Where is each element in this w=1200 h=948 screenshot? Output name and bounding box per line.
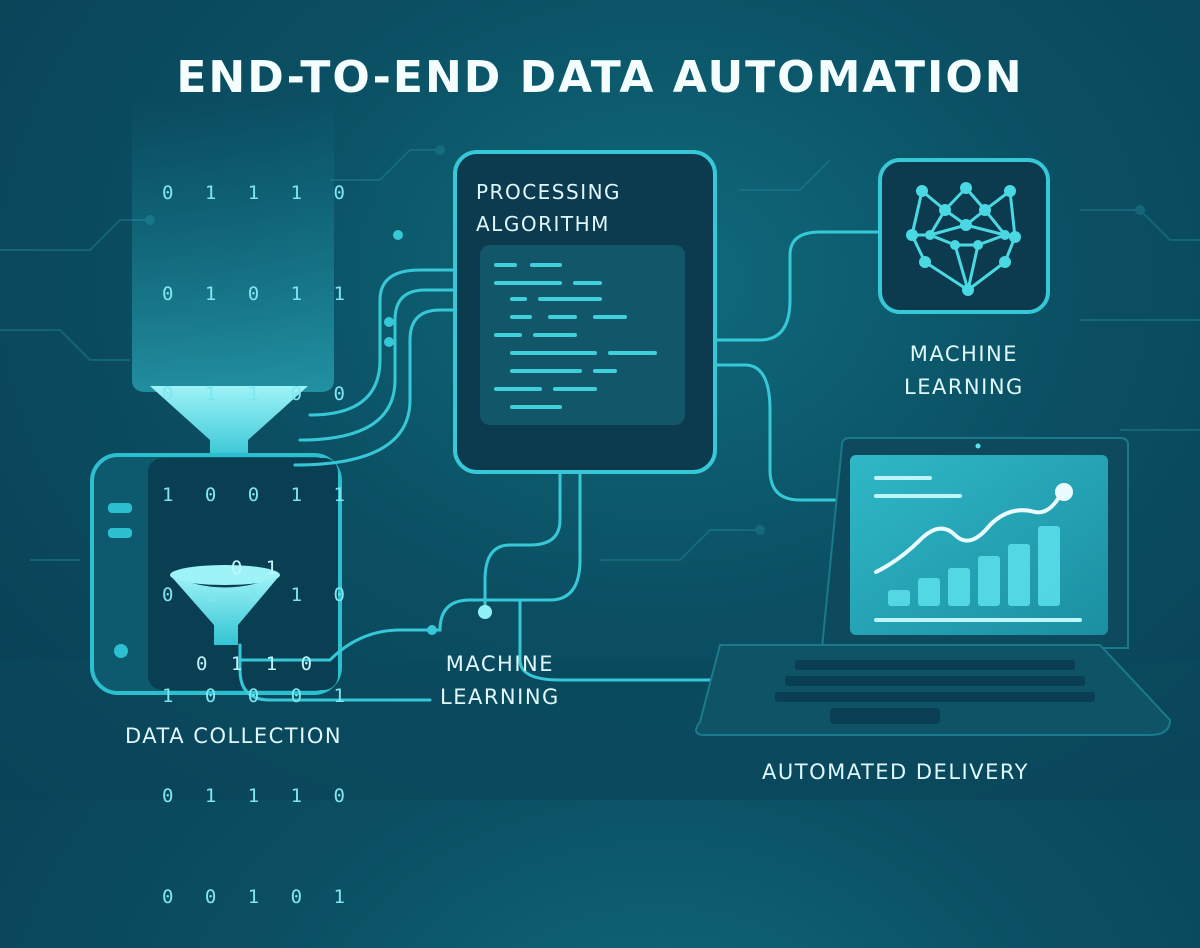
automated-delivery-label: AUTOMATED DELIVERY bbox=[762, 760, 1029, 784]
funnel-icon bbox=[170, 565, 280, 645]
ml-bottom-line1: MACHINE bbox=[445, 652, 555, 676]
processing-label-line2: ALGORITHM bbox=[476, 212, 610, 236]
data-beam bbox=[132, 100, 334, 392]
diagram-canvas bbox=[0, 100, 1200, 800]
binary-row: 1 0 0 0 1 bbox=[162, 684, 355, 707]
binary-small-row: 0 1 bbox=[230, 557, 284, 579]
processing-label: PROCESSING ALGORITHM bbox=[476, 176, 621, 240]
binary-row: 1 0 0 1 1 bbox=[162, 483, 355, 506]
binary-row: 0 1 1 1 0 bbox=[162, 785, 355, 807]
connector-nodes bbox=[384, 230, 492, 635]
binary-row: 0 1 1 1 0 bbox=[162, 584, 355, 606]
code-lines bbox=[494, 263, 657, 409]
binary-stream-small: 0 1 0 1 1 0 bbox=[196, 488, 318, 712]
neural-network-icon bbox=[878, 158, 1050, 314]
binary-row: 0 1 0 1 1 bbox=[162, 282, 355, 305]
data-collection-label: DATA COLLECTION bbox=[125, 724, 343, 748]
ml-bottom-line2: LEARNING bbox=[440, 684, 560, 709]
binary-row: 0 0 1 0 1 bbox=[162, 885, 355, 908]
processing-label-line1: PROCESSING bbox=[476, 180, 622, 204]
connector-lines bbox=[238, 230, 882, 702]
ml-right-line2: LEARNING bbox=[904, 374, 1024, 399]
binary-small-row: 0 1 1 0 bbox=[196, 653, 319, 675]
binary-row: 0 1 1 0 0 bbox=[162, 383, 355, 405]
ml-right-line1: MACHINE bbox=[909, 342, 1019, 366]
processing-panel bbox=[453, 150, 717, 474]
machine-learning-label-bottom: MACHINE LEARNING bbox=[440, 648, 560, 713]
funnel-top-icon bbox=[150, 386, 308, 462]
page-title: END-TO-END DATA AUTOMATION bbox=[176, 52, 1024, 103]
binary-row: 0 1 1 1 0 bbox=[162, 182, 355, 204]
laptop-chart-icon bbox=[695, 437, 1172, 736]
machine-learning-label-right: MACHINE LEARNING bbox=[904, 338, 1024, 403]
